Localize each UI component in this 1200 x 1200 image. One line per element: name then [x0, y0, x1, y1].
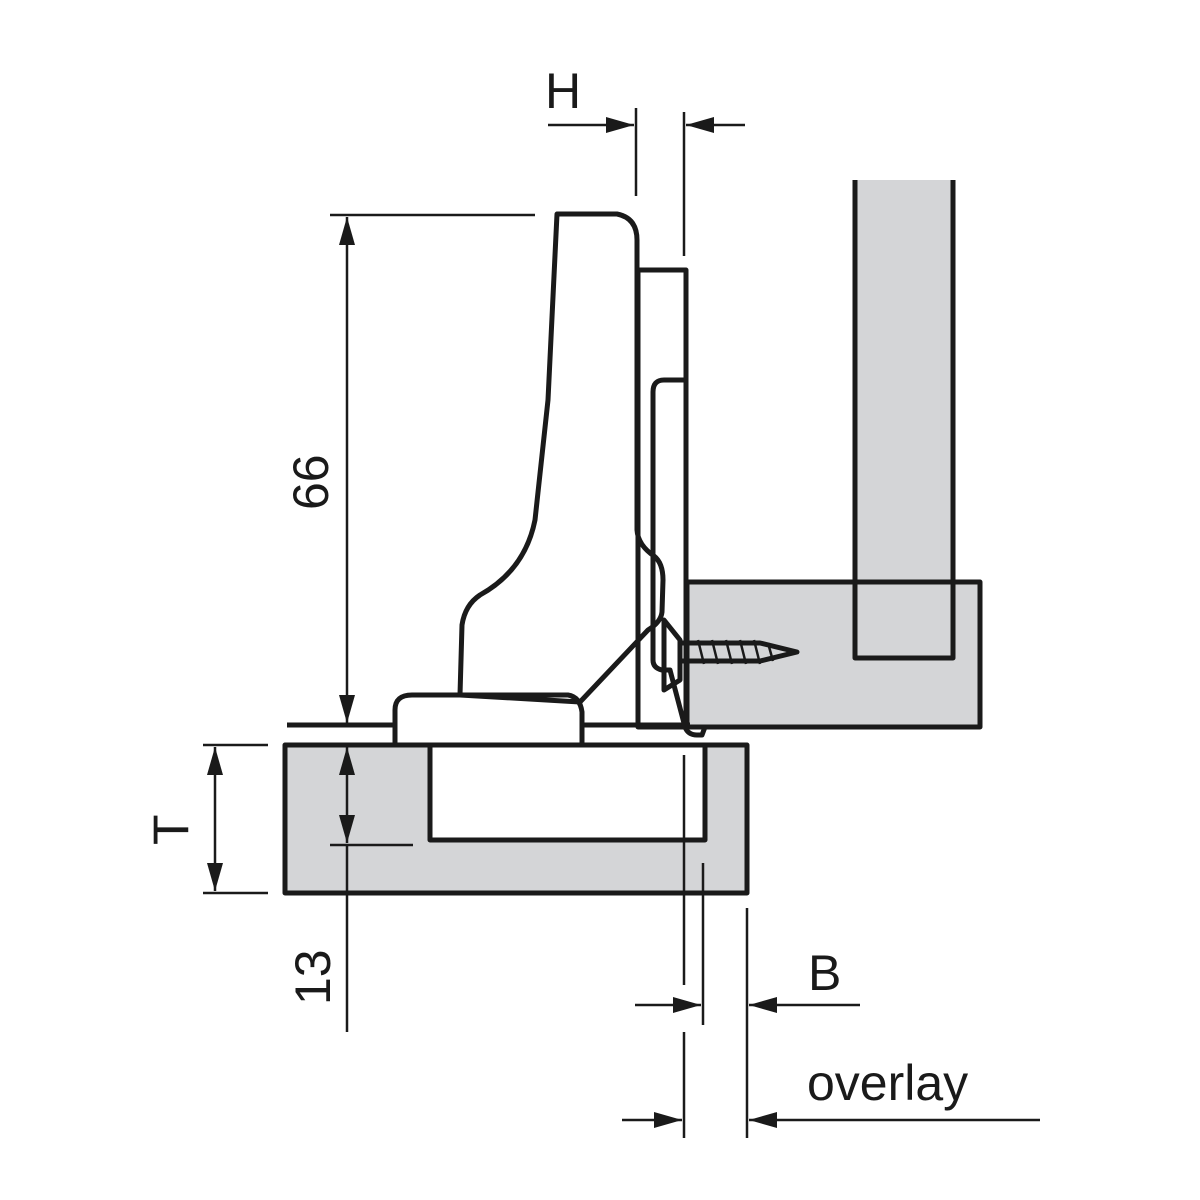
screw-icon: [661, 617, 800, 693]
hinge-cup: [392, 692, 585, 745]
hinge-arm: [457, 211, 666, 705]
label-t: T: [143, 814, 199, 845]
dimension-t: T: [143, 743, 268, 895]
hinge-arm-inner: [650, 377, 708, 738]
dimension-depth: 13: [285, 747, 413, 1032]
dimension-b: B: [635, 755, 860, 1138]
label-overlay: overlay: [807, 1055, 968, 1111]
dimension-height: 66: [283, 213, 535, 723]
label-b: B: [808, 945, 841, 1001]
hinge: [392, 211, 800, 745]
door-panel: [282, 742, 750, 896]
dimension-h: H: [545, 63, 745, 256]
label-height: 66: [283, 454, 339, 510]
label-depth: 13: [285, 949, 341, 1005]
dimension-overlay: overlay: [622, 1032, 1040, 1138]
label-h: H: [545, 63, 581, 119]
